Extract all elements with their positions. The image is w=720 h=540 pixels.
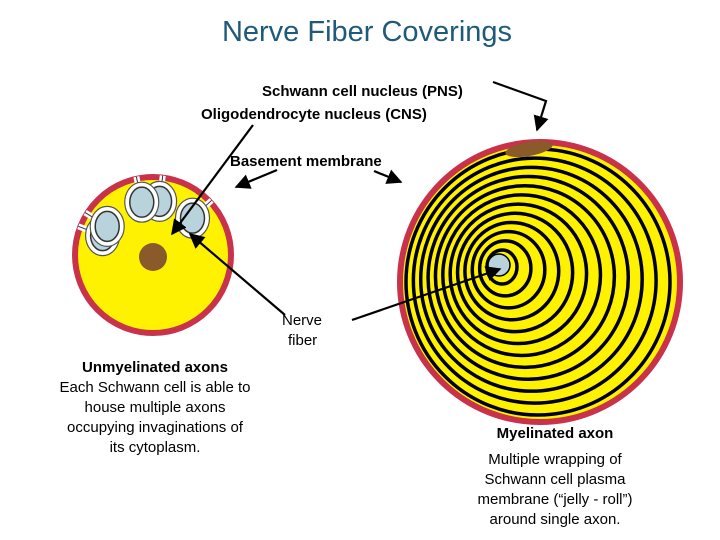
arrow-nerve-fiber-right	[351, 266, 502, 322]
myelin-ring	[477, 239, 533, 298]
myelin-ring	[448, 202, 589, 346]
myelin-ring	[433, 183, 617, 370]
myelinated-line-2: Schwann cell plasma	[484, 471, 626, 488]
label-basement-membrane: Basement membrane	[230, 153, 382, 170]
myelin-ring	[441, 193, 603, 358]
label-oligodendrocyte-nucleus: Oligodendrocyte nucleus (CNS)	[201, 106, 427, 123]
myelin-ring	[470, 229, 547, 310]
myelin-ring	[455, 211, 575, 334]
unmyelinated-heading: Unmyelinated axons	[82, 359, 228, 376]
unmyelinated-line-2: house multiple axons	[84, 399, 226, 416]
unmyelinated-axons	[77, 175, 214, 257]
arrow-basement-right	[373, 169, 403, 184]
myelin-ring	[411, 156, 658, 405]
schwann-nucleus-unmyelinated	[139, 243, 167, 271]
unmyelinated-axon	[129, 186, 155, 218]
myelinated-caption: Myelinated axon Multiple wrapping of Sch…	[440, 424, 670, 530]
myelinated-axon-cross-section	[397, 139, 683, 425]
myelinated-line-3: membrane (“jelly - roll”)	[477, 491, 633, 508]
unmyelinated-line-4: its cytoplasm.	[109, 439, 201, 456]
label-schwann-nucleus: Schwann cell nucleus (PNS)	[262, 83, 463, 100]
unmyelinated-axons-cross-section	[72, 174, 234, 336]
myelinated-line-4: around single axon.	[489, 511, 621, 528]
arrow-to-unmyelinated-nucleus	[171, 124, 254, 236]
unmyelinated-axon	[94, 210, 120, 243]
myelinated-heading: Myelinated axon	[496, 425, 614, 442]
arrow-to-myelinated-nucleus	[492, 80, 549, 132]
arrow-nerve-fiber-left	[188, 233, 286, 316]
label-nerve-fiber-line1: Nerve	[282, 312, 323, 329]
diagram-title: Nerve Fiber Coverings	[221, 16, 513, 48]
myelinated-line-1: Multiple wrapping of	[488, 451, 622, 468]
pointer-arrows	[171, 80, 549, 322]
schwann-nucleus-myelinated	[505, 140, 553, 158]
label-nerve-fiber-line2: fiber	[288, 332, 318, 349]
unmyelinated-line-3: occupying invaginations of	[67, 419, 243, 436]
unmyelinated-line-1: Each Schwann cell is able to	[59, 379, 251, 396]
myelin-sheath-rings	[404, 147, 672, 417]
myelin-ring	[463, 220, 561, 322]
arrow-basement-left	[234, 168, 278, 189]
myelin-ring	[418, 165, 644, 393]
unmyelinated-caption: Unmyelinated axons Each Schwann cell is …	[30, 358, 280, 458]
myelin-ring	[426, 174, 631, 382]
